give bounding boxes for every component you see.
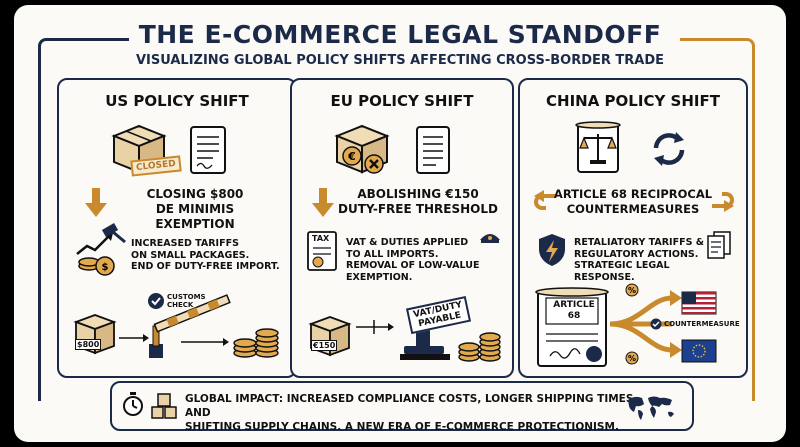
reciprocal-cycle-icon [653, 132, 685, 166]
world-map-icon [628, 396, 674, 420]
us-flag-icon [681, 291, 717, 315]
coin-stack-icon [458, 332, 501, 362]
eu-package-label: €150 [311, 340, 338, 351]
package-icon [308, 316, 352, 357]
svg-text:%: % [628, 286, 636, 295]
regulation-docs-icon [707, 231, 731, 259]
us-panel-title: US POLICY SHIFT [105, 92, 249, 110]
eu-flag-icon [681, 339, 717, 363]
page-subtitle: VISUALIZING GLOBAL POLICY SHIFTS AFFECTI… [135, 53, 665, 68]
customs-officer-icon [480, 234, 500, 243]
frame-line-right [680, 38, 755, 401]
countermeasure-label: COUNTERMEASURE [664, 320, 740, 328]
china-panel: CHINA POLICY SHIFT ARTICLE 68 RECIPROCAL… [518, 78, 748, 378]
tax-form-icon [307, 231, 337, 271]
document-icon [416, 126, 450, 174]
legal-document-icon [190, 126, 226, 174]
customs-barrier-icon [119, 294, 231, 358]
check-circle-icon [650, 318, 662, 330]
counter-arrow-left-icon [534, 190, 556, 210]
rising-chart-coins-icon: $ [76, 233, 115, 276]
svg-text:$: $ [102, 262, 109, 273]
frame-line-left [38, 38, 131, 401]
euro-package-icon: € [334, 124, 390, 174]
check-circle-icon [148, 293, 164, 309]
article-document-icon [535, 287, 609, 367]
page-title: THE E-COMMERCE LEGAL STANDOFF [0, 20, 800, 49]
scales-of-justice-scroll-icon [575, 121, 621, 173]
countermeasure-arrows-icon: % % [609, 283, 682, 365]
arrow-down-icon [85, 188, 107, 217]
coin-stack-icon [233, 328, 279, 358]
eu-panel-title: EU POLICY SHIFT [330, 92, 474, 110]
tax-label: TAX [312, 234, 330, 243]
stacked-boxes-icon [151, 393, 177, 419]
arrow-down-icon [312, 188, 334, 217]
svg-text:%: % [628, 354, 636, 363]
svg-text:€: € [347, 150, 356, 163]
china-detail: RETALIATORY TARIFFS &REGULATORY ACTIONS.… [574, 237, 704, 283]
stopwatch-icon [123, 392, 143, 416]
counter-arrow-right-icon [712, 192, 734, 212]
us-package-label: $800 [75, 339, 102, 350]
flow-arrow-icon [356, 320, 394, 334]
footer-box [110, 381, 694, 431]
footer-text: GLOBAL IMPACT: INCREASED COMPLIANCE COST… [185, 393, 638, 433]
gavel-icon [101, 223, 126, 244]
shield-lightning-icon [539, 234, 565, 266]
china-panel-title: CHINA POLICY SHIFT [546, 92, 720, 110]
